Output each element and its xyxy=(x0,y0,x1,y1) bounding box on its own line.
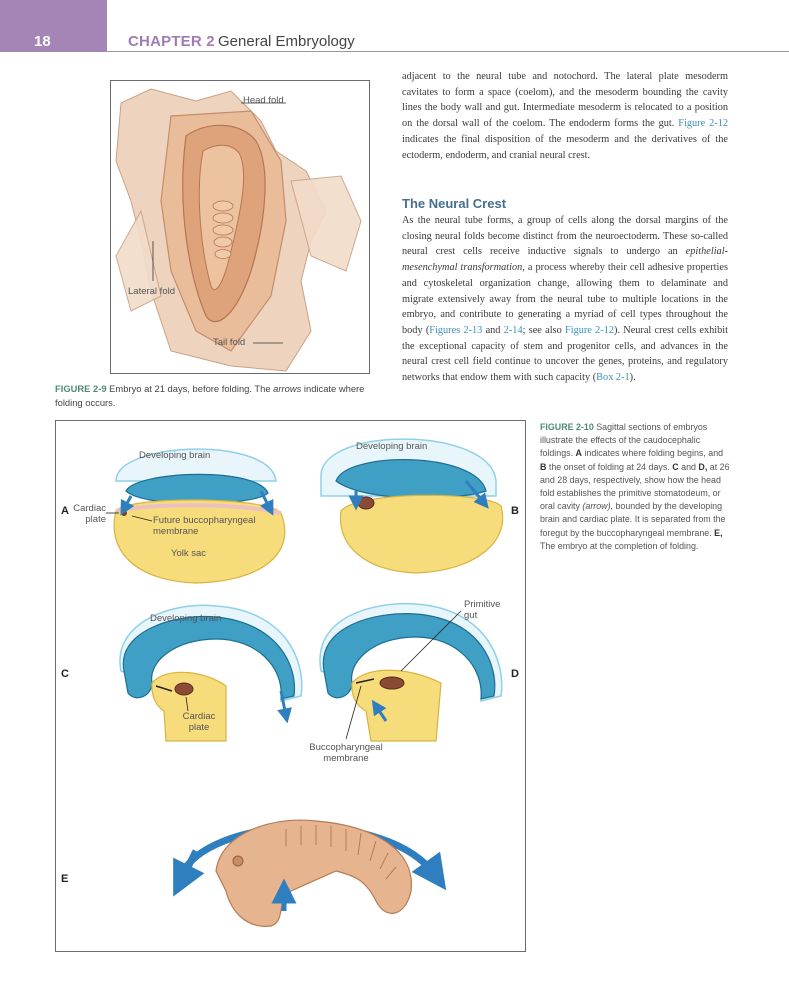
caption-text: the onset of folding at 24 days. xyxy=(546,461,673,472)
page-number-band: 18 xyxy=(0,0,107,52)
header-rule xyxy=(107,51,789,52)
head-fold-label: Head fold xyxy=(243,95,284,106)
section-heading: The Neural Crest xyxy=(402,196,507,211)
caption-ref: B xyxy=(540,461,547,472)
figure-link[interactable]: Figures 2-13 xyxy=(429,324,483,336)
caption-ref: A xyxy=(575,448,582,459)
caption-text: bounded by the developing brain and card… xyxy=(540,501,726,538)
yolk-sac-label: Yolk sac xyxy=(171,548,207,559)
paragraph-emphasis: epithelial-mesenchymal transformation xyxy=(402,246,728,274)
figure-2-10-caption: FIGURE 2-10 Sagittal sections of embryos… xyxy=(540,421,730,553)
paragraph-neural-crest: As the neural tube forms, a group of cel… xyxy=(402,213,728,386)
figure-link[interactable]: 2-14 xyxy=(503,324,523,336)
paragraph-text: indicates the final disposition of the m… xyxy=(402,133,728,161)
figure-2-9-caption: FIGURE 2-9 Embryo at 21 days, before fol… xyxy=(55,382,370,409)
developing-brain-label-c: Developing brain xyxy=(150,613,222,624)
cardiac-plate-label-c: Cardiac plate xyxy=(182,711,216,733)
panel-letter-c: C xyxy=(61,668,69,680)
caption-ref: D, xyxy=(698,461,708,472)
cardiac-plate-label-a: Cardiac plate xyxy=(73,503,106,525)
caption-text: indicate where folding occurs. xyxy=(55,383,365,408)
lateral-fold-label: Lateral fold xyxy=(128,286,176,297)
paragraph-text: ). Neural crest cells exhibit the except… xyxy=(402,324,728,384)
developing-brain-label-b: Developing brain xyxy=(356,441,428,452)
caption-text: and xyxy=(678,461,699,472)
panel-letter-d: D xyxy=(511,668,519,680)
caption-text: at 26 and 28 days, respectively, show ho… xyxy=(540,461,730,512)
panel-c-drawing xyxy=(119,604,303,742)
figure-2-10-illustration: A B C D E Developing brain Developing br… xyxy=(55,420,526,952)
panel-letter-e: E xyxy=(61,873,69,885)
page-number: 18 xyxy=(34,33,51,50)
developing-brain-label-a: Developing brain xyxy=(139,450,211,461)
embryo-21-days-drawing xyxy=(115,88,362,372)
paragraph-text: ; see also xyxy=(522,324,565,336)
caption-text: Embryo at 21 days, before folding. The xyxy=(106,383,274,394)
paragraph-text: As the neural tube forms, a group of cel… xyxy=(402,215,728,258)
panel-d-drawing xyxy=(319,602,503,742)
sagittal-sections-drawing xyxy=(106,438,504,927)
caption-text: Sagittal sections of embryos illustrate … xyxy=(540,422,708,459)
panel-letter-b: B xyxy=(511,505,519,517)
caption-emphasis: arrows xyxy=(273,383,302,394)
paragraph-text: adjacent to the neural tube and notochor… xyxy=(402,71,728,130)
figure-link[interactable]: Figure 2-12 xyxy=(678,118,728,130)
figure-2-10-label: FIGURE 2-10 xyxy=(540,422,594,432)
caption-text: The embryo at the completion of folding. xyxy=(540,540,699,551)
caption-emphasis: (arrow), xyxy=(582,501,613,512)
future-buccopharyngeal-label: Future buccopharyngeal membrane xyxy=(153,515,256,537)
caption-ref: E, xyxy=(714,527,723,538)
caption-ref: C xyxy=(672,461,679,472)
buccopharyngeal-membrane-label: Buccopharyngeal membrane xyxy=(309,742,383,764)
chapter-title: General Embryology xyxy=(218,33,355,50)
figure-link[interactable]: Figure 2-12 xyxy=(564,324,615,336)
panel-e-drawing xyxy=(173,819,447,927)
primitive-gut-label: Primitive gut xyxy=(464,599,501,621)
figure-2-9-illustration: Head fold Lateral fold Tail fold xyxy=(110,80,370,374)
panel-a-drawing xyxy=(106,448,286,584)
box-link[interactable]: Box 2-1 xyxy=(596,372,630,384)
panel-letter-a: A xyxy=(61,505,69,517)
paragraph-text: and xyxy=(482,324,504,336)
figure-2-9-label: FIGURE 2-9 xyxy=(55,383,107,394)
caption-text: indicates where folding begins, and xyxy=(581,448,724,459)
panel-b-drawing xyxy=(320,438,504,574)
chapter-label: CHAPTER 2 xyxy=(128,33,215,50)
paragraph-text: ). xyxy=(629,372,636,384)
paragraph-mesoderm: adjacent to the neural tube and notochor… xyxy=(402,69,728,163)
tail-fold-label: Tail fold xyxy=(213,337,246,348)
paragraph-text: , a process whereby their cell adhesive … xyxy=(402,262,728,336)
